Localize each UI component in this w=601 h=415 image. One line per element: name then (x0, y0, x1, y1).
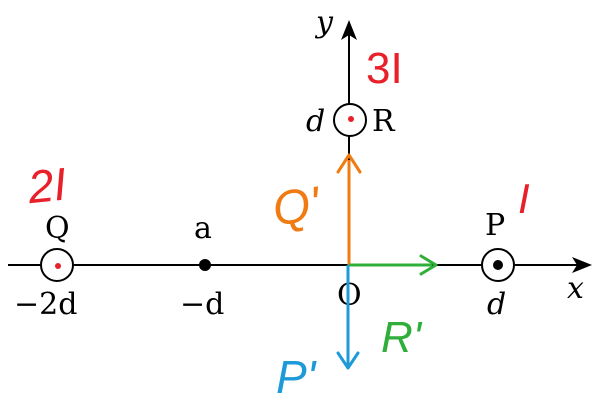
vector-label-Q-prime: Q' (269, 177, 324, 236)
point-P-dot (493, 260, 503, 270)
point-R-label: R (372, 104, 396, 139)
point-Q-dot (55, 263, 61, 269)
vector-R-prime-arrow (349, 254, 438, 276)
tick-label-neg-2d: −2d (14, 287, 77, 322)
current-label-P: I (518, 175, 530, 222)
point-Q (40, 248, 74, 282)
x-axis-arrowhead (572, 257, 592, 273)
point-P-label: P (485, 208, 505, 243)
point-Q-label: Q (45, 211, 70, 246)
tick-label-pos-d: d (487, 287, 506, 322)
vector-Q-prime-arrow (336, 153, 362, 265)
tick-label-y-d: d (306, 104, 325, 139)
y-axis-label: y (314, 5, 334, 40)
vector-label-R-prime: R' (381, 313, 423, 362)
point-a-dot (199, 259, 211, 271)
point-R-dot (348, 116, 354, 122)
tick-label-neg-d: −d (180, 287, 224, 322)
point-a-label: a (194, 211, 212, 246)
point-R (333, 103, 367, 137)
vector-P-prime-arrow (336, 265, 360, 370)
current-label-R: 3I (366, 44, 403, 93)
y-axis-arrowhead (341, 20, 357, 40)
x-axis-label: x (567, 271, 584, 306)
vector-label-P-prime: P' (276, 351, 318, 403)
point-P (481, 248, 515, 282)
current-label-Q: 2I (24, 157, 69, 213)
